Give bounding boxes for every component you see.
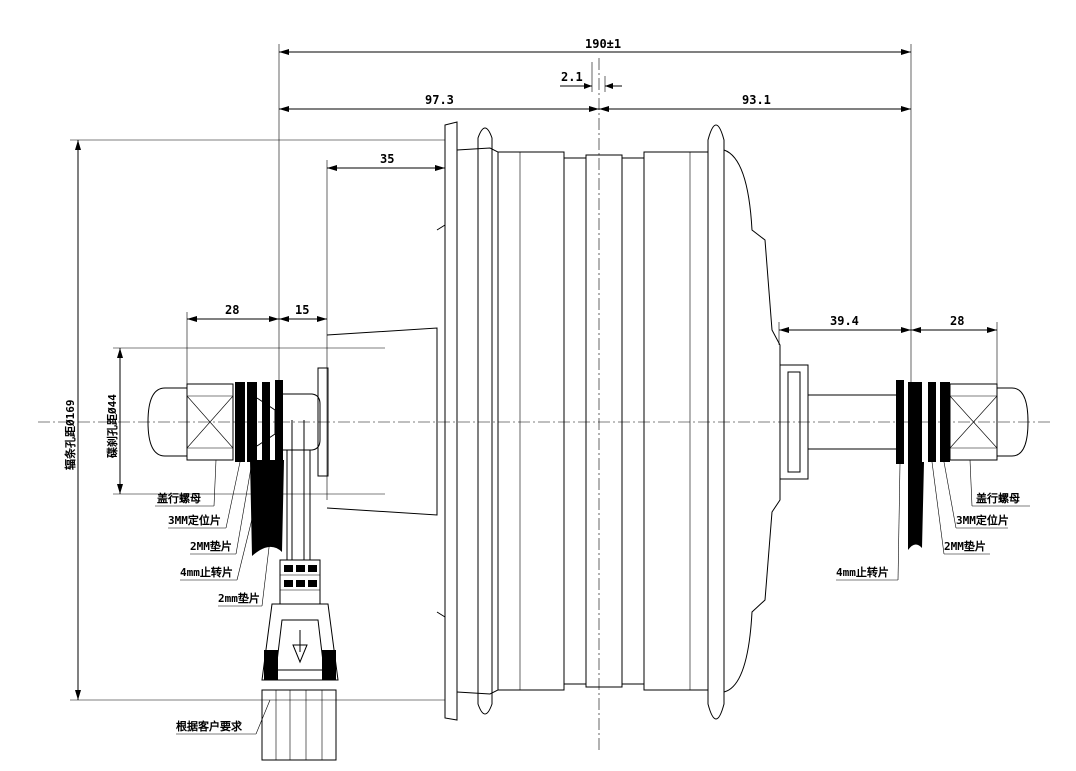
right-callout-cap-nut: 盖行螺母 [976, 491, 1020, 505]
overall-dimension-text: 190±1 [585, 37, 621, 51]
right-axle-assembly [896, 380, 1029, 550]
left-callout-4mm-anti-rotation: 4mm止转片 [180, 565, 233, 579]
left-callouts: 盖行螺母 3MM定位片 2MM垫片 4mm止转片 2mm垫片 根据客户要求 [155, 459, 280, 735]
right-axle-span-dimension-text: 39.4 [830, 314, 859, 328]
left-flange-dimension-text: 97.3 [425, 93, 454, 107]
dimension-right-axle: 39.4 28 [778, 314, 998, 392]
right-callout-3mm-locator: 3MM定位片 [956, 513, 1009, 527]
dimension-overall: 190±1 [278, 37, 912, 430]
left-callout-2mm-washer: 2MM垫片 [190, 539, 232, 553]
offset-dimension-text: 2.1 [561, 70, 583, 84]
disc-circle-label: 碟刹孔距Ø44 [105, 394, 119, 458]
dimension-flanges: 97.3 93.1 [279, 93, 911, 112]
dimension-disc-circle: 碟刹孔距Ø44 [105, 347, 385, 495]
left-callout-3mm-locator: 3MM定位片 [168, 513, 221, 527]
left-callout-cap-nut: 盖行螺母 [157, 491, 201, 505]
right-callouts: 盖行螺母 3MM定位片 2MM垫片 4mm止转片 [836, 459, 1030, 581]
dimension-disc-offset: 35 [326, 152, 445, 500]
disc-offset-dimension-text: 35 [380, 152, 394, 166]
cable-customer-note: 根据客户要求 [176, 719, 243, 733]
dimension-left-axle: 28 15 [186, 303, 327, 390]
left-callout-2mm-washer-inner: 2mm垫片 [218, 591, 260, 605]
right-axle-dimension-text: 28 [950, 314, 964, 328]
dimension-offset: 2.1 [560, 62, 622, 92]
right-callout-2mm-washer: 2MM垫片 [944, 539, 986, 553]
dimension-spoke-circle: 辐条孔距Ø169 [63, 139, 445, 701]
right-callout-4mm-anti-rotation: 4mm止转片 [836, 565, 889, 579]
motor-hub-body [326, 121, 901, 721]
left-axle-assembly [147, 367, 329, 560]
cable-connector [261, 559, 339, 761]
left-spacer-dimension-text: 15 [295, 303, 309, 317]
spoke-circle-label: 辐条孔距Ø169 [63, 400, 77, 471]
left-axle-dimension-text: 28 [225, 303, 239, 317]
right-flange-dimension-text: 93.1 [742, 93, 771, 107]
